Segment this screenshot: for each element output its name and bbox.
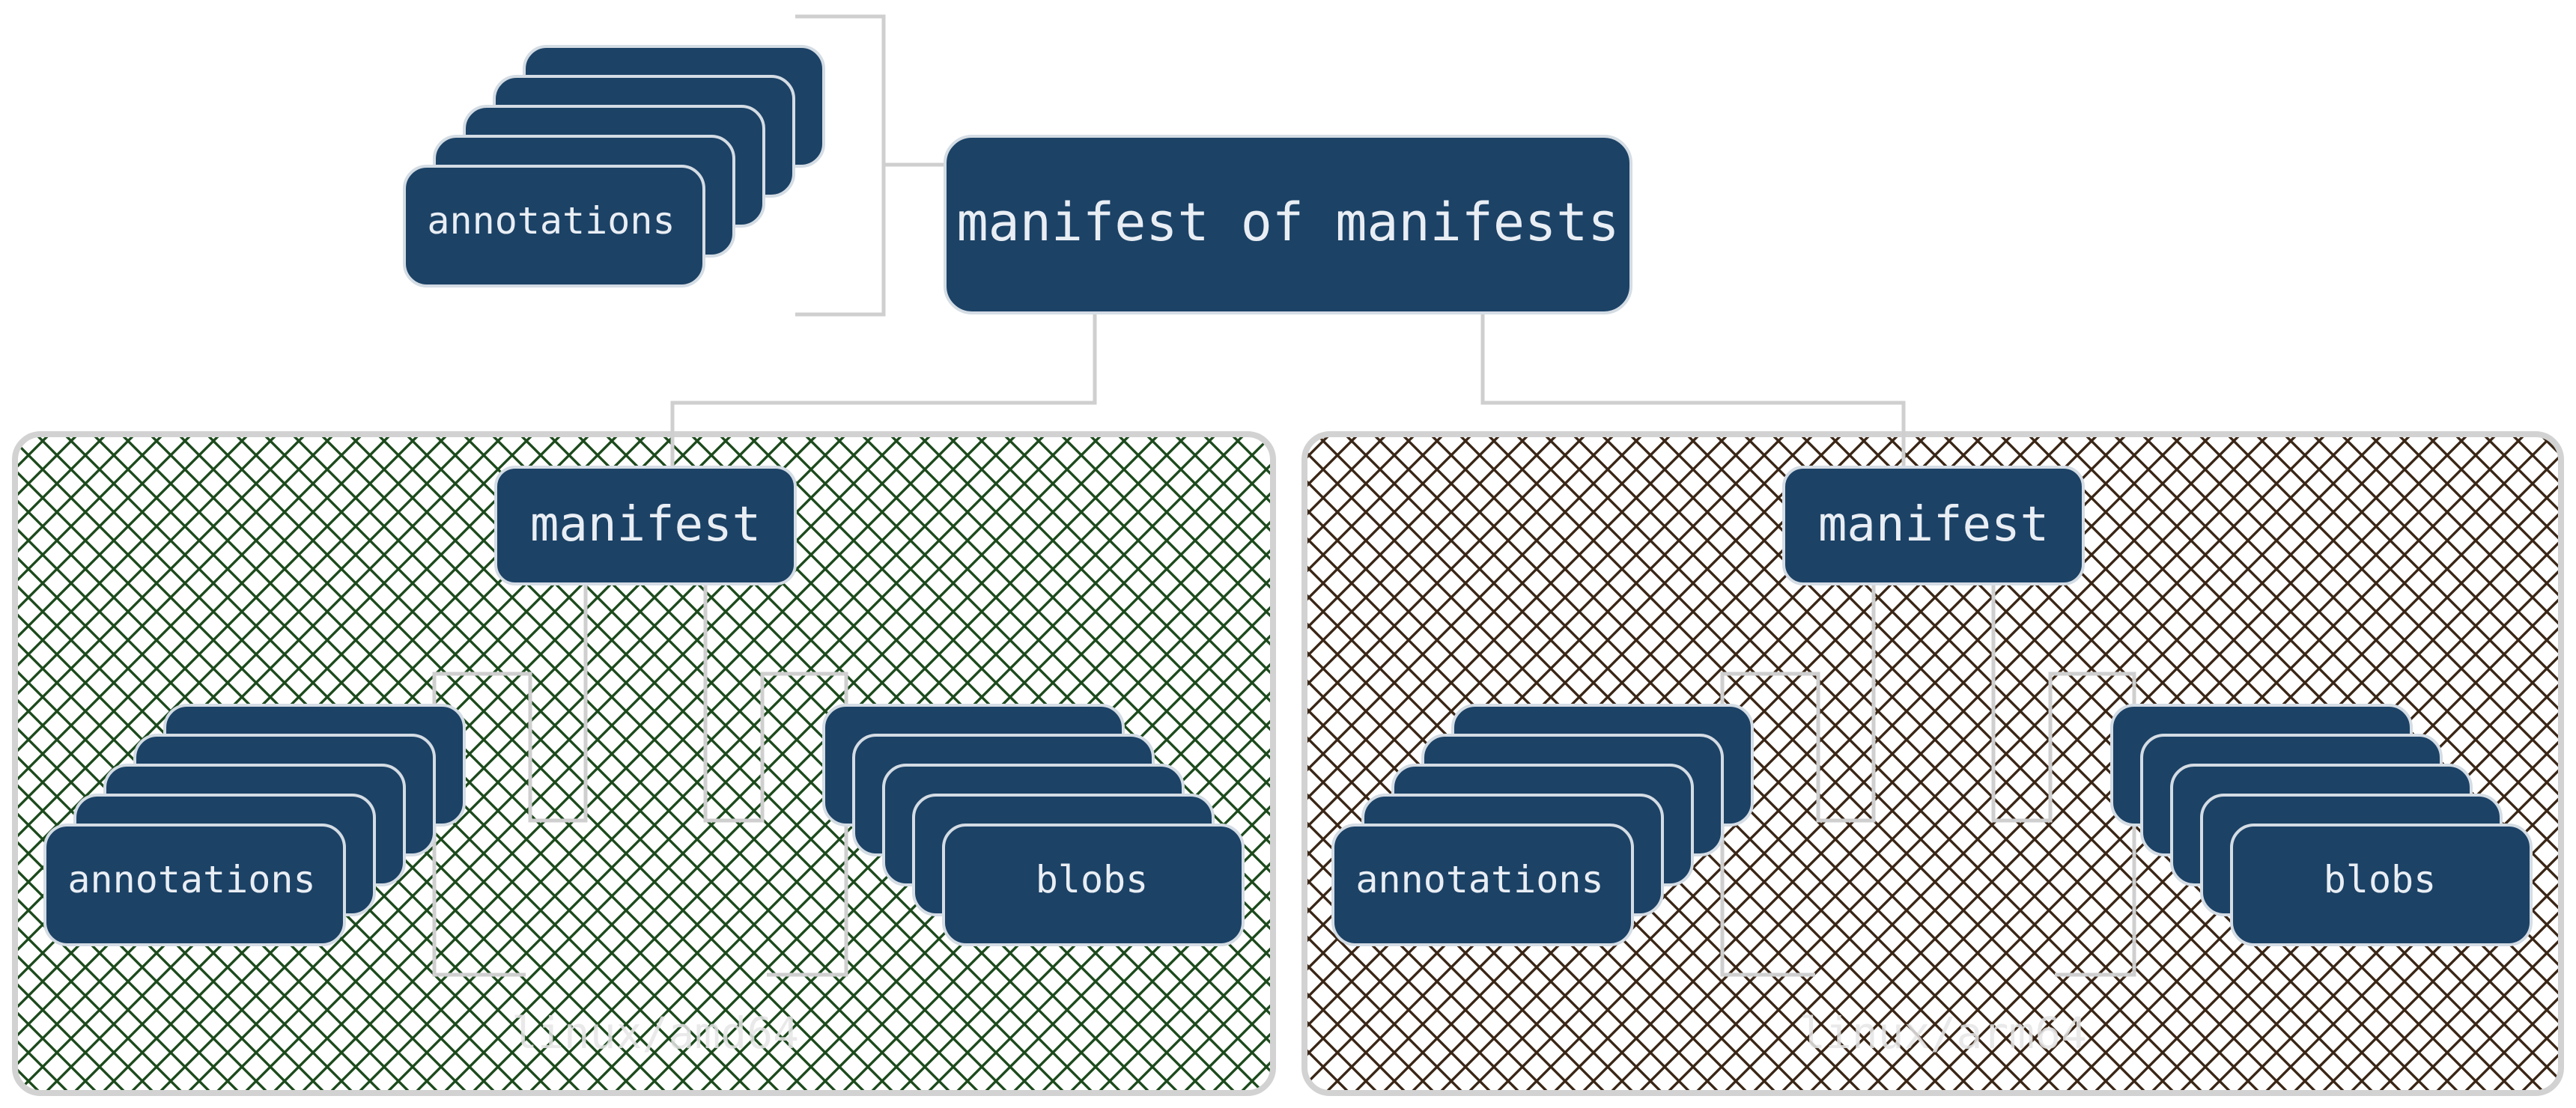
amd64-manifest-node: manifest [494,466,797,585]
manifest-of-manifests-node: manifest of manifests [944,135,1632,314]
platform-label: linux/amd64 [511,1008,799,1059]
arm64-blobs-stack: blobs [2110,704,2533,946]
root-annotations-connector [795,14,945,317]
stack-card-front [1331,824,1634,946]
root-to-arm64-manifest-connector [1480,313,1906,467]
arm64-manifest-label: manifest [1818,497,2049,553]
amd64-annotations-connector [432,581,588,977]
arm64-manifest-node: manifest [1782,466,2085,585]
amd64-blobs-label: blobs [1036,858,1149,901]
arm64-blobs-connector [1991,581,2136,977]
arm64-annotations-stack: annotations [1331,704,1754,946]
stack-card-front [43,824,346,946]
stack-card-front [403,165,705,287]
arm64-blobs-label: blobs [2324,858,2437,901]
stack-card-front [2230,824,2533,946]
amd64-blobs-connector [703,581,848,977]
root-to-amd64-manifest-connector [670,313,1097,467]
amd64-annotations-label: annotations [67,858,315,901]
arm64-annotations-connector [1720,581,1876,977]
root-annotations-stack: annotations [403,45,825,287]
connectors [432,14,2136,977]
platform-label: linux/arm64 [1799,1008,2087,1059]
manifest-of-manifests-label: manifest of manifests [956,192,1619,253]
stack-card-front [942,824,1245,946]
root-annotations-label: annotations [427,199,675,243]
group-border [12,431,1276,1096]
arm64-annotations-label: annotations [1355,858,1603,901]
amd64-annotations-stack: annotations [43,704,466,946]
amd64-manifest-label: manifest [530,497,761,553]
group-border [1301,431,2564,1096]
amd64-blobs-stack: blobs [822,704,1245,946]
